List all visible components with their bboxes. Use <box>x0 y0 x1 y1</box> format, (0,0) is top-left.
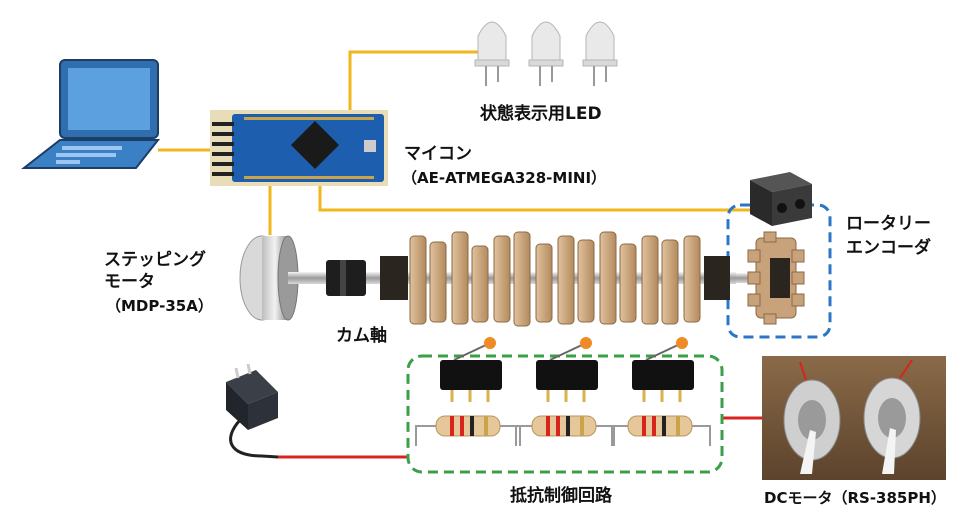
resistor-group <box>415 415 711 446</box>
led-icon <box>474 21 510 86</box>
led-group <box>474 21 618 86</box>
camshaft-label: カム軸 <box>336 326 387 346</box>
led-icon <box>528 21 564 86</box>
ac-adapter-icon <box>226 363 279 459</box>
microcontroller-board-icon <box>210 110 388 186</box>
encoder-label-line2: エンコーダ <box>846 238 931 258</box>
stepper-motor-icon <box>239 235 336 321</box>
wire-mcu-led <box>348 50 478 110</box>
microswitch-group <box>440 337 694 402</box>
coupler-icon <box>326 260 366 296</box>
power-wires <box>278 416 762 459</box>
resistor-circuit-box <box>406 354 724 474</box>
stepper-label-line2: モータ <box>104 272 155 292</box>
microswitch-icon <box>632 337 694 402</box>
laptop-icon <box>21 59 161 169</box>
signal-wires <box>158 50 760 235</box>
led-icon <box>582 21 618 86</box>
resistor-icon <box>611 415 711 446</box>
resistor-icon <box>415 415 521 446</box>
dc-motor-label: DCモータ（RS-385PH） <box>764 489 946 507</box>
stepper-label-line1: ステッピング <box>104 250 206 270</box>
led-label: 状態表示用LED <box>480 104 602 124</box>
encoder-label-line1: ロータリー <box>846 214 931 234</box>
mcu-model-label: （AE-ATMEGA328-MINI） <box>402 169 607 187</box>
mcu-name-label: マイコン <box>404 144 472 164</box>
resistor-circuit-label: 抵抗制御回路 <box>510 486 612 506</box>
microswitch-icon <box>536 337 598 402</box>
wire-mcu-encoder <box>318 186 760 212</box>
encoder-wheel-icon <box>747 231 805 325</box>
camshaft-icon <box>380 231 730 327</box>
dc-motor-photo <box>762 356 946 480</box>
rotary-encoder-icon <box>750 172 812 226</box>
microswitch-icon <box>440 337 502 402</box>
resistor-icon <box>515 415 615 446</box>
stepper-model-label: （MDP-35A） <box>106 297 213 315</box>
